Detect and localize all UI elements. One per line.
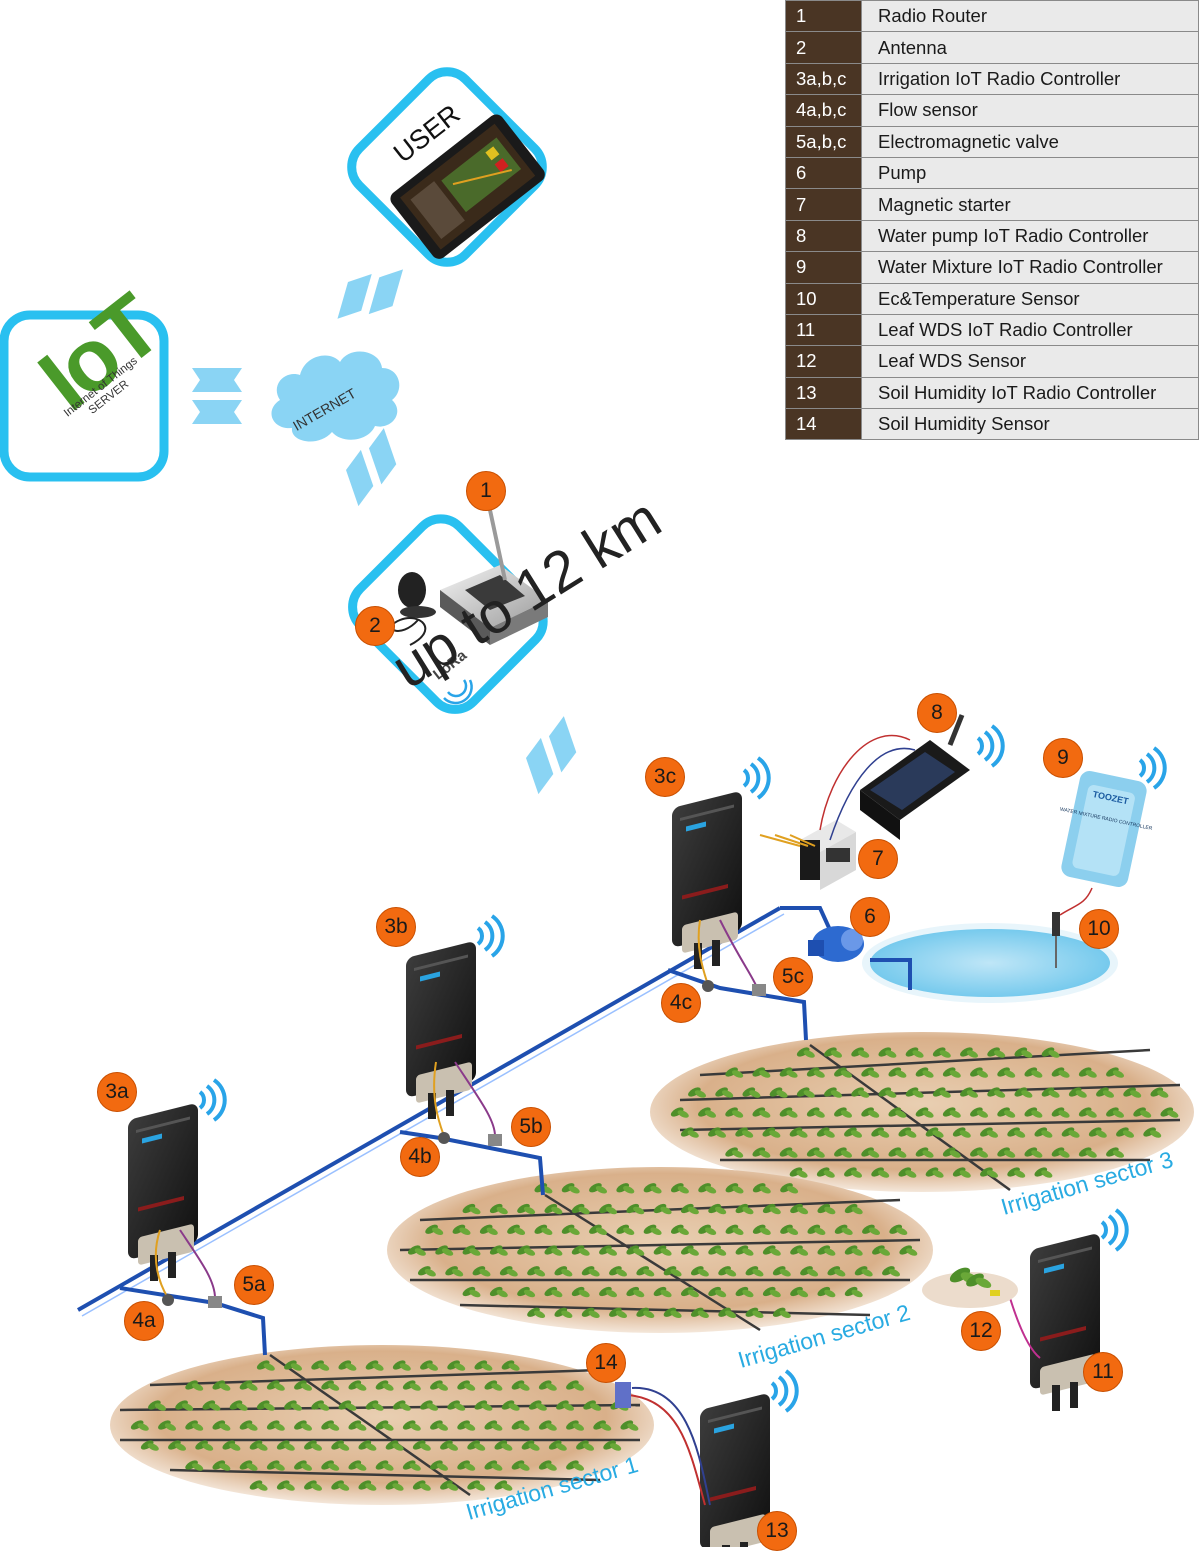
valves [208,984,766,1308]
legend-label: Magnetic starter [861,188,1199,221]
antenna-device [390,572,436,646]
arrows-internet-router [333,428,410,507]
legend-number: 3a,b,c [785,62,862,96]
badge-10: 10 [1079,909,1119,949]
legend-label: Radio Router [861,0,1199,33]
badge-3a: 3a [97,1072,137,1112]
radio-router-device [440,509,548,645]
wifi-icon [476,914,505,958]
legend-number: 6 [785,156,862,190]
badge-7: 7 [858,839,898,879]
badge-1: 1 [466,471,506,511]
legend-number: 5a,b,c [785,125,862,158]
legend-label: Water Mixture IoT Radio Controller [861,251,1199,284]
arrows-server-internet [192,368,242,424]
water-pool [862,923,1118,1003]
badge-4b: 4b [400,1137,440,1177]
legend-number: 7 [785,188,862,221]
legend-number: 4a,b,c [785,94,862,127]
badge-3b: 3b [376,907,416,947]
badge-11: 11 [1083,1352,1123,1392]
legend-row: 11 Leaf WDS IoT Radio Controller [785,313,1199,347]
badge-5b: 5b [511,1107,551,1147]
badge-12: 12 [961,1311,1001,1351]
badge-6: 6 [850,897,890,937]
legend-number: 13 [785,376,862,410]
legend-label: Soil Humidity Sensor [861,408,1199,441]
legend-label: Soil Humidity IoT Radio Controller [861,376,1199,410]
badge-5a: 5a [234,1265,274,1305]
legend-number: 12 [785,345,862,378]
lora-logo [443,679,473,705]
arrows-internet-user [337,259,404,329]
badge-14: 14 [586,1343,626,1383]
user-frame [347,67,547,267]
iot-server-frame [0,310,169,482]
badge-5c: 5c [773,957,813,997]
legend-label: Leaf WDS IoT Radio Controller [861,313,1199,347]
irrigation-controller-3b [406,940,476,1119]
legend-number: 8 [785,219,862,253]
wifi-icon [976,724,1005,768]
legend-label: Pump [861,156,1199,190]
arrows-router-field [513,716,590,795]
pump-device [808,926,864,962]
leaf-wds-sensor-device [922,1264,1018,1308]
wifi-icon [742,756,771,800]
router-frame [348,509,548,714]
legend-label: Leaf WDS Sensor [861,345,1199,378]
irrigation-controller-3a [128,1102,198,1281]
soil-humidity-sensor-device [615,1382,631,1408]
legend-label: Antenna [861,31,1199,64]
wifi-icon [1138,746,1167,790]
legend-label: Electromagnetic valve [861,125,1199,158]
badge-8: 8 [917,693,957,733]
legend-number: 9 [785,251,862,284]
magnetic-starter-device [759,820,856,890]
legend-label: Irrigation IoT Radio Controller [861,62,1199,96]
badge-2: 2 [355,606,395,646]
badge-3c: 3c [645,757,685,797]
water-mixture-controller-device: TOOZET WATER MIXTURE RADIO CONTROLLER [1052,770,1153,968]
tablet-image [390,114,545,259]
legend-label: Flow sensor [861,94,1199,127]
badge-4a: 4a [124,1301,164,1341]
legend-number: 11 [785,313,862,347]
legend-number: 10 [785,282,862,315]
flow-sensors [162,980,714,1306]
legend-label: Ec&Temperature Sensor [861,282,1199,315]
wifi-icon [198,1078,227,1122]
water-pump-controller-device [819,714,970,841]
legend-number: 1 [785,0,862,33]
internet-cloud [271,351,400,442]
legend-label: Water pump IoT Radio Controller [861,219,1199,253]
badge-4c: 4c [661,983,701,1023]
badge-9: 9 [1043,738,1083,778]
legend-number: 14 [785,408,862,441]
wifi-icon [770,1369,799,1413]
badge-13: 13 [757,1511,797,1551]
wifi-icon [1100,1208,1129,1252]
legend-number: 2 [785,31,862,64]
